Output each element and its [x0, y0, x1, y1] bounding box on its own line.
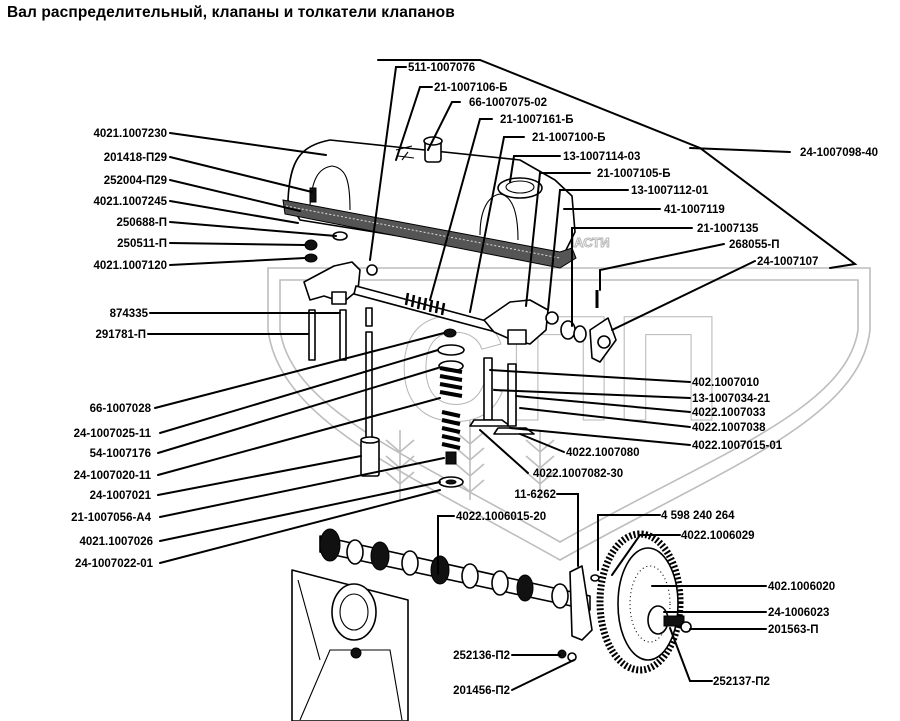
washer-icon: [304, 253, 318, 263]
callout-label: 21-1007161-Б: [500, 114, 574, 126]
callout-label: 4022.1006029: [681, 530, 755, 542]
callout-label: 54-1007176: [90, 448, 151, 460]
callout-label: 4022.1007080: [566, 447, 640, 459]
callout-label: 402.1007010: [692, 377, 759, 389]
engine-block-inset-icon: [291, 569, 409, 721]
callout-label: 4022.1006015-20: [456, 511, 546, 523]
adjust-screw-icon: [365, 307, 373, 327]
callout-label: 13-1007114-03: [563, 151, 640, 163]
stud-icon: [308, 309, 316, 361]
watermark-shield-inner: [279, 279, 859, 543]
callout-label: 24-1006023: [768, 607, 829, 619]
gasket-icon: [282, 199, 577, 269]
camshaft-icon: [319, 528, 591, 611]
valve-cover-icon: [287, 136, 576, 263]
rocker-arm-left-icon: [303, 261, 378, 305]
callout-label: 268055-П: [729, 239, 779, 251]
callout-label: 4021.1007120: [93, 260, 167, 272]
callout-label: 4021.1007230: [93, 128, 167, 140]
callout-label: 11-6262: [514, 489, 556, 501]
timing-gear-icon: [596, 530, 692, 674]
callout-label: 250511-П: [117, 238, 167, 250]
callout-label: 4022.1007033: [692, 407, 766, 419]
callout-label: 24-1007022-01: [75, 558, 154, 570]
callout-label: 21-1007106-Б: [434, 82, 508, 94]
push-rod-icon: [360, 331, 380, 477]
callout-label: 21-1007056-А4: [71, 512, 152, 524]
rocker-arm-right-icon: [483, 299, 587, 345]
callout-label: 66-1007028: [90, 403, 152, 415]
callout-label: 4021.1007026: [79, 536, 153, 548]
key-icon: [590, 574, 600, 582]
callout-label: 66-1007075-02: [469, 97, 547, 109]
thrust-flange-icon: [569, 565, 593, 641]
callout-label: 291781-П: [96, 329, 146, 341]
callout-label: 4 598 240 264: [661, 510, 735, 522]
callout-label: 201418-П29: [104, 152, 167, 164]
callout-label: 201456-П2: [453, 685, 510, 697]
callout-label: 21-1007100-Б: [532, 132, 606, 144]
callout-label: 41-1007119: [664, 204, 725, 216]
callout-label: 4022.1007038: [692, 422, 766, 434]
callout-label: 21-1007105-Б: [597, 168, 671, 180]
callout-label: 511-1007076: [408, 62, 475, 74]
callout-label: 252136-П2: [453, 650, 510, 662]
callout-label: 402.1006020: [768, 581, 835, 593]
callout-label: 4022.1007082-30: [533, 468, 623, 480]
callout-label: 4022.1007015-01: [692, 440, 783, 452]
callout-label: 24-1007021: [90, 490, 152, 502]
watermark-shield: [267, 267, 871, 561]
page-title: Вал распределительный, клапаны и толкате…: [7, 4, 455, 21]
callout-label: 24-1007098-40: [800, 147, 878, 159]
leader-lines: [147, 59, 858, 691]
watermark-wheat-icon: [385, 420, 555, 500]
callout-label: 13-1007034-21: [692, 393, 771, 405]
callout-label: 250688-П: [117, 217, 167, 229]
valve-spring-icon: [437, 328, 465, 488]
callout-label: 4021.1007245: [93, 196, 167, 208]
callout-label: 24-1007107: [757, 256, 818, 268]
callout-label: 874335: [110, 308, 149, 320]
callout-label: 201563-П: [768, 624, 818, 636]
callout-label: 13-1007112-01: [631, 185, 709, 197]
callout-labels: 4021.1007230 201418-П29 252004-П29 4021.…: [71, 62, 878, 697]
callout-label: 24-1007020-11: [74, 470, 152, 482]
nut-icon: [304, 239, 318, 251]
stud-icon: [339, 309, 347, 361]
callout-label: 21-1007135: [697, 223, 759, 235]
callout-label: 252137-П2: [713, 676, 770, 688]
callout-label: 252004-П29: [104, 175, 167, 187]
callout-label: 24-1007025-11: [74, 428, 152, 440]
